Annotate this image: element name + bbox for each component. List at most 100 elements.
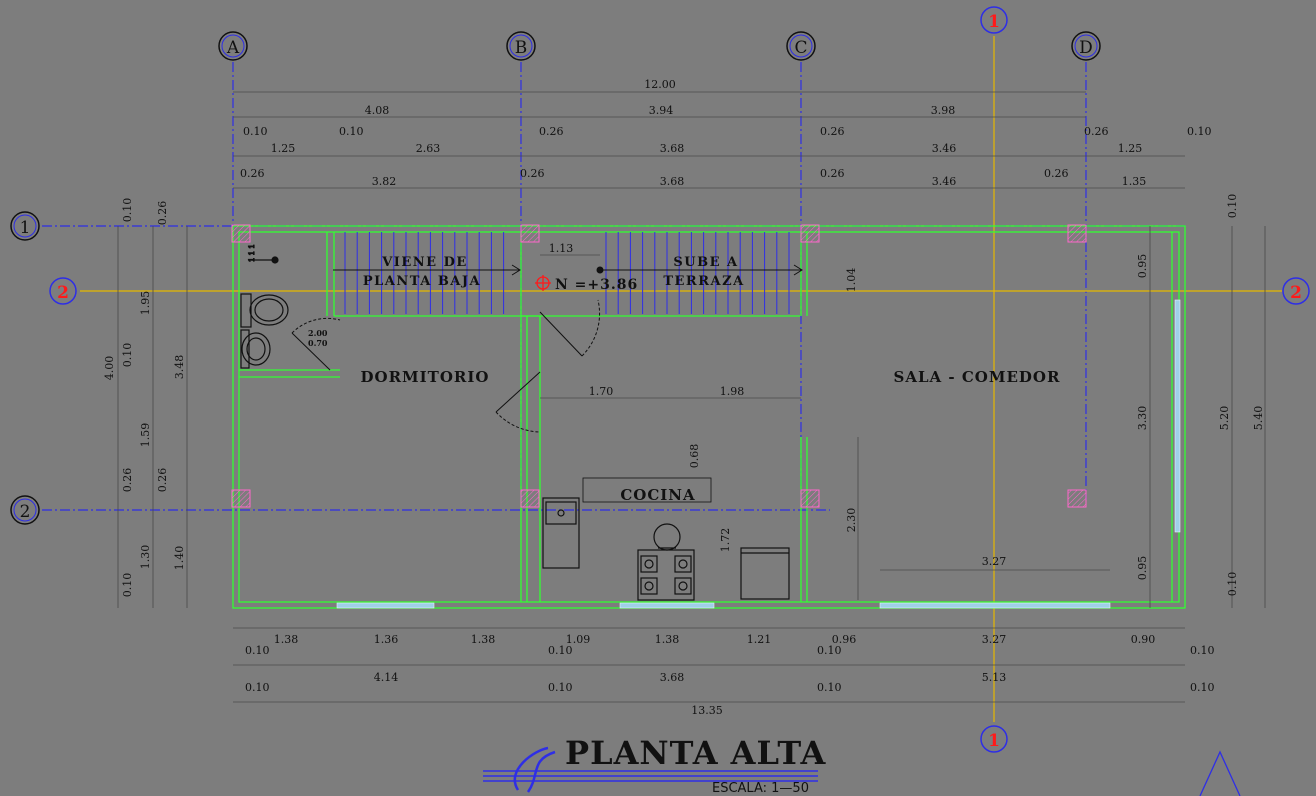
- dim-top-row3: 2.63: [416, 142, 441, 155]
- dim-top-row4: 3.46: [932, 175, 957, 188]
- kitchen-sink-icon: [542, 497, 580, 569]
- kitchen-fixtures: [542, 477, 790, 601]
- dim-top-row3: 3.46: [932, 142, 957, 155]
- bathroom-fixtures: 1 1 1: [240, 244, 289, 369]
- dim-right-small: 0.10: [1226, 194, 1239, 219]
- dim-bottom-small: 0.10: [245, 644, 270, 657]
- right-dimensions: 0.95 3.30 0.95 5.20 5.40 0.10 0.10: [1136, 194, 1265, 597]
- dim-right-small: 0.10: [1226, 572, 1239, 597]
- dim-left-v2: 0.26: [156, 201, 169, 226]
- dim-top-small: 0.26: [240, 167, 265, 180]
- room-labels: DORMITORIO SALA - COMEDOR COCINA: [361, 368, 1060, 504]
- dim-bottom-row1: 1.38: [471, 633, 496, 646]
- title-symbol-icon: [513, 746, 556, 793]
- axis-label-b: B: [515, 38, 528, 58]
- title-block: PLANTA ALTA ESCALA: 1—50: [483, 734, 1241, 796]
- sec-bubble-1-top: 1: [980, 6, 1008, 34]
- dim-top-row2: 4.08: [365, 104, 390, 117]
- dim-170: 1.70: [589, 385, 614, 398]
- dim-198: 1.98: [720, 385, 745, 398]
- dim-104: 1.04: [845, 268, 858, 293]
- dim-right-outer: 5.40: [1252, 406, 1265, 431]
- dim-bottom-small: 0.10: [548, 681, 573, 694]
- left-dimensions: 4.00 0.10 1.95 0.10 1.59 0.26 1.30 0.10 …: [103, 198, 186, 598]
- dim-bottom-small: 0.10: [817, 681, 842, 694]
- dim-top-small: 0.10: [243, 125, 268, 138]
- axis-label-2: 2: [20, 502, 31, 522]
- room-label-cocina: COCINA: [620, 486, 695, 504]
- dimension-lines: [117, 91, 1266, 703]
- dim-bottom-row1: 3.27: [982, 633, 1007, 646]
- sec-bubble-2-left: 2: [49, 277, 77, 305]
- dim-top-row4: 3.82: [372, 175, 397, 188]
- dim-overall-top: 12.00: [644, 78, 676, 91]
- dim-top-small: 0.26: [820, 167, 845, 180]
- dim-bottom-small: 0.10: [1190, 681, 1215, 694]
- dim-top-row3: 1.25: [1118, 142, 1143, 155]
- shower-icon: 1 1 1: [247, 244, 279, 264]
- title-underline: [483, 770, 818, 782]
- axis-label-a: A: [226, 38, 240, 58]
- drawing-scale: ESCALA: 1—50: [712, 781, 809, 796]
- sec-label-1-bottom: 1: [988, 731, 1000, 751]
- sec-label-2-right: 2: [1290, 283, 1302, 303]
- stair-arrows: [333, 264, 803, 276]
- stove-icon: [637, 523, 695, 601]
- refrigerator-icon: [740, 547, 790, 600]
- dim-overall-bottom: 13.35: [691, 704, 723, 717]
- axis-bubble-d: D: [1071, 31, 1101, 61]
- dim-top-small: 0.26: [520, 167, 545, 180]
- stair-down-label-2: PLANTA BAJA: [363, 274, 481, 289]
- dim-bottom-row1: 0.90: [1131, 633, 1156, 646]
- stair-labels: VIENE DE PLANTA BAJA SUBE A TERRAZA: [363, 255, 744, 289]
- dim-bottom-small: 0.10: [548, 644, 573, 657]
- dim-left-v2: 0.26: [156, 468, 169, 493]
- dim-left-v1: 0.26: [121, 468, 134, 493]
- dim-068: 0.68: [688, 444, 701, 469]
- dim-top-small: 0.10: [1187, 125, 1212, 138]
- dim-left-v2: 3.48: [173, 355, 186, 380]
- top-dimensions: 12.00 4.08 3.94 3.98 0.10 0.10 0.26 0.26…: [240, 78, 1212, 188]
- dim-left-v1: 0.10: [121, 343, 134, 368]
- dim-bottom-row1: 0.96: [832, 633, 857, 646]
- axis-label-c: C: [794, 38, 807, 58]
- axis-bubble-b: B: [506, 31, 536, 61]
- room-label-dormitorio: DORMITORIO: [361, 368, 490, 386]
- bottom-dimensions: 1.38 1.36 1.38 1.09 1.38 1.21 0.96 3.27 …: [245, 633, 1215, 717]
- door-label-070: 0.70: [308, 338, 328, 348]
- dim-bottom-row2: 3.68: [660, 671, 685, 684]
- dim-top-small: 0.26: [820, 125, 845, 138]
- dim-left-v2: 1.40: [173, 546, 186, 571]
- dim-top-row4: 3.68: [660, 175, 685, 188]
- dim-bottom-row1: 1.38: [655, 633, 680, 646]
- dim-left-v1: 1.59: [139, 423, 152, 448]
- axis-bubble-c: C: [786, 31, 816, 61]
- dim-327: 3.27: [982, 555, 1007, 568]
- dim-bottom-small: 0.10: [1190, 644, 1215, 657]
- dim-top-row4: 1.35: [1122, 175, 1147, 188]
- dim-bottom-row1: 1.36: [374, 633, 399, 646]
- axis-label-d: D: [1079, 38, 1093, 58]
- interior-dimensions: 1.13 1.04 1.70 1.98 0.68 1.72 2.30 3.27: [549, 242, 1007, 568]
- axis-bubble-2: 2: [10, 495, 40, 525]
- dim-top-small: 0.26: [1044, 167, 1069, 180]
- row-axis-bubbles: 1 2: [10, 211, 40, 525]
- stair-up-label-2: TERRAZA: [663, 274, 744, 289]
- dim-bottom-row2: 4.14: [374, 671, 399, 684]
- dim-bottom-small: 0.10: [245, 681, 270, 694]
- dim-bottom-small: 0.10: [817, 644, 842, 657]
- dim-113: 1.13: [549, 242, 574, 255]
- secondary-axis-bubbles: 1 1 2 2: [49, 6, 1310, 753]
- dim-bottom-row2: 5.13: [982, 671, 1007, 684]
- sec-label-2-left: 2: [57, 283, 69, 303]
- axis-bubble-a: A: [218, 31, 248, 61]
- dim-left-v1: 1.30: [139, 545, 152, 570]
- dim-right-inner: 3.30: [1136, 406, 1149, 431]
- axis-bubble-1: 1: [10, 211, 40, 241]
- toilet-icon: [240, 293, 289, 328]
- dim-top-small: 0.26: [539, 125, 564, 138]
- dim-right-mid: 5.20: [1218, 406, 1231, 431]
- level-label: N =+3.86: [555, 277, 638, 293]
- sec-label-1-top: 1: [988, 12, 1000, 32]
- windows: [336, 299, 1181, 609]
